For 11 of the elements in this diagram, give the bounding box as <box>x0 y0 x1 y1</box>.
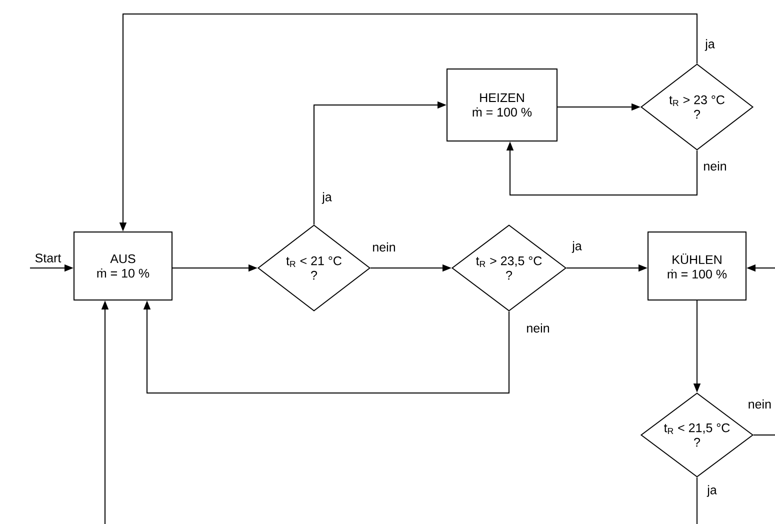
edge-label: nein <box>525 322 551 334</box>
edge-label: nein <box>371 241 397 253</box>
edge-label: Start <box>34 252 62 264</box>
process-box: KÜHLEN ṁ = 100 % <box>648 232 747 300</box>
process-box: AUS ṁ = 10 % <box>74 232 172 300</box>
process-box: HEIZEN ṁ = 100 % <box>446 68 558 142</box>
edge-label: ja <box>704 38 716 52</box>
edge-label: ja <box>706 484 718 498</box>
edge-label: nein <box>702 160 728 172</box>
edge-label: ja <box>321 191 333 205</box>
edge-label: ja <box>571 240 583 254</box>
